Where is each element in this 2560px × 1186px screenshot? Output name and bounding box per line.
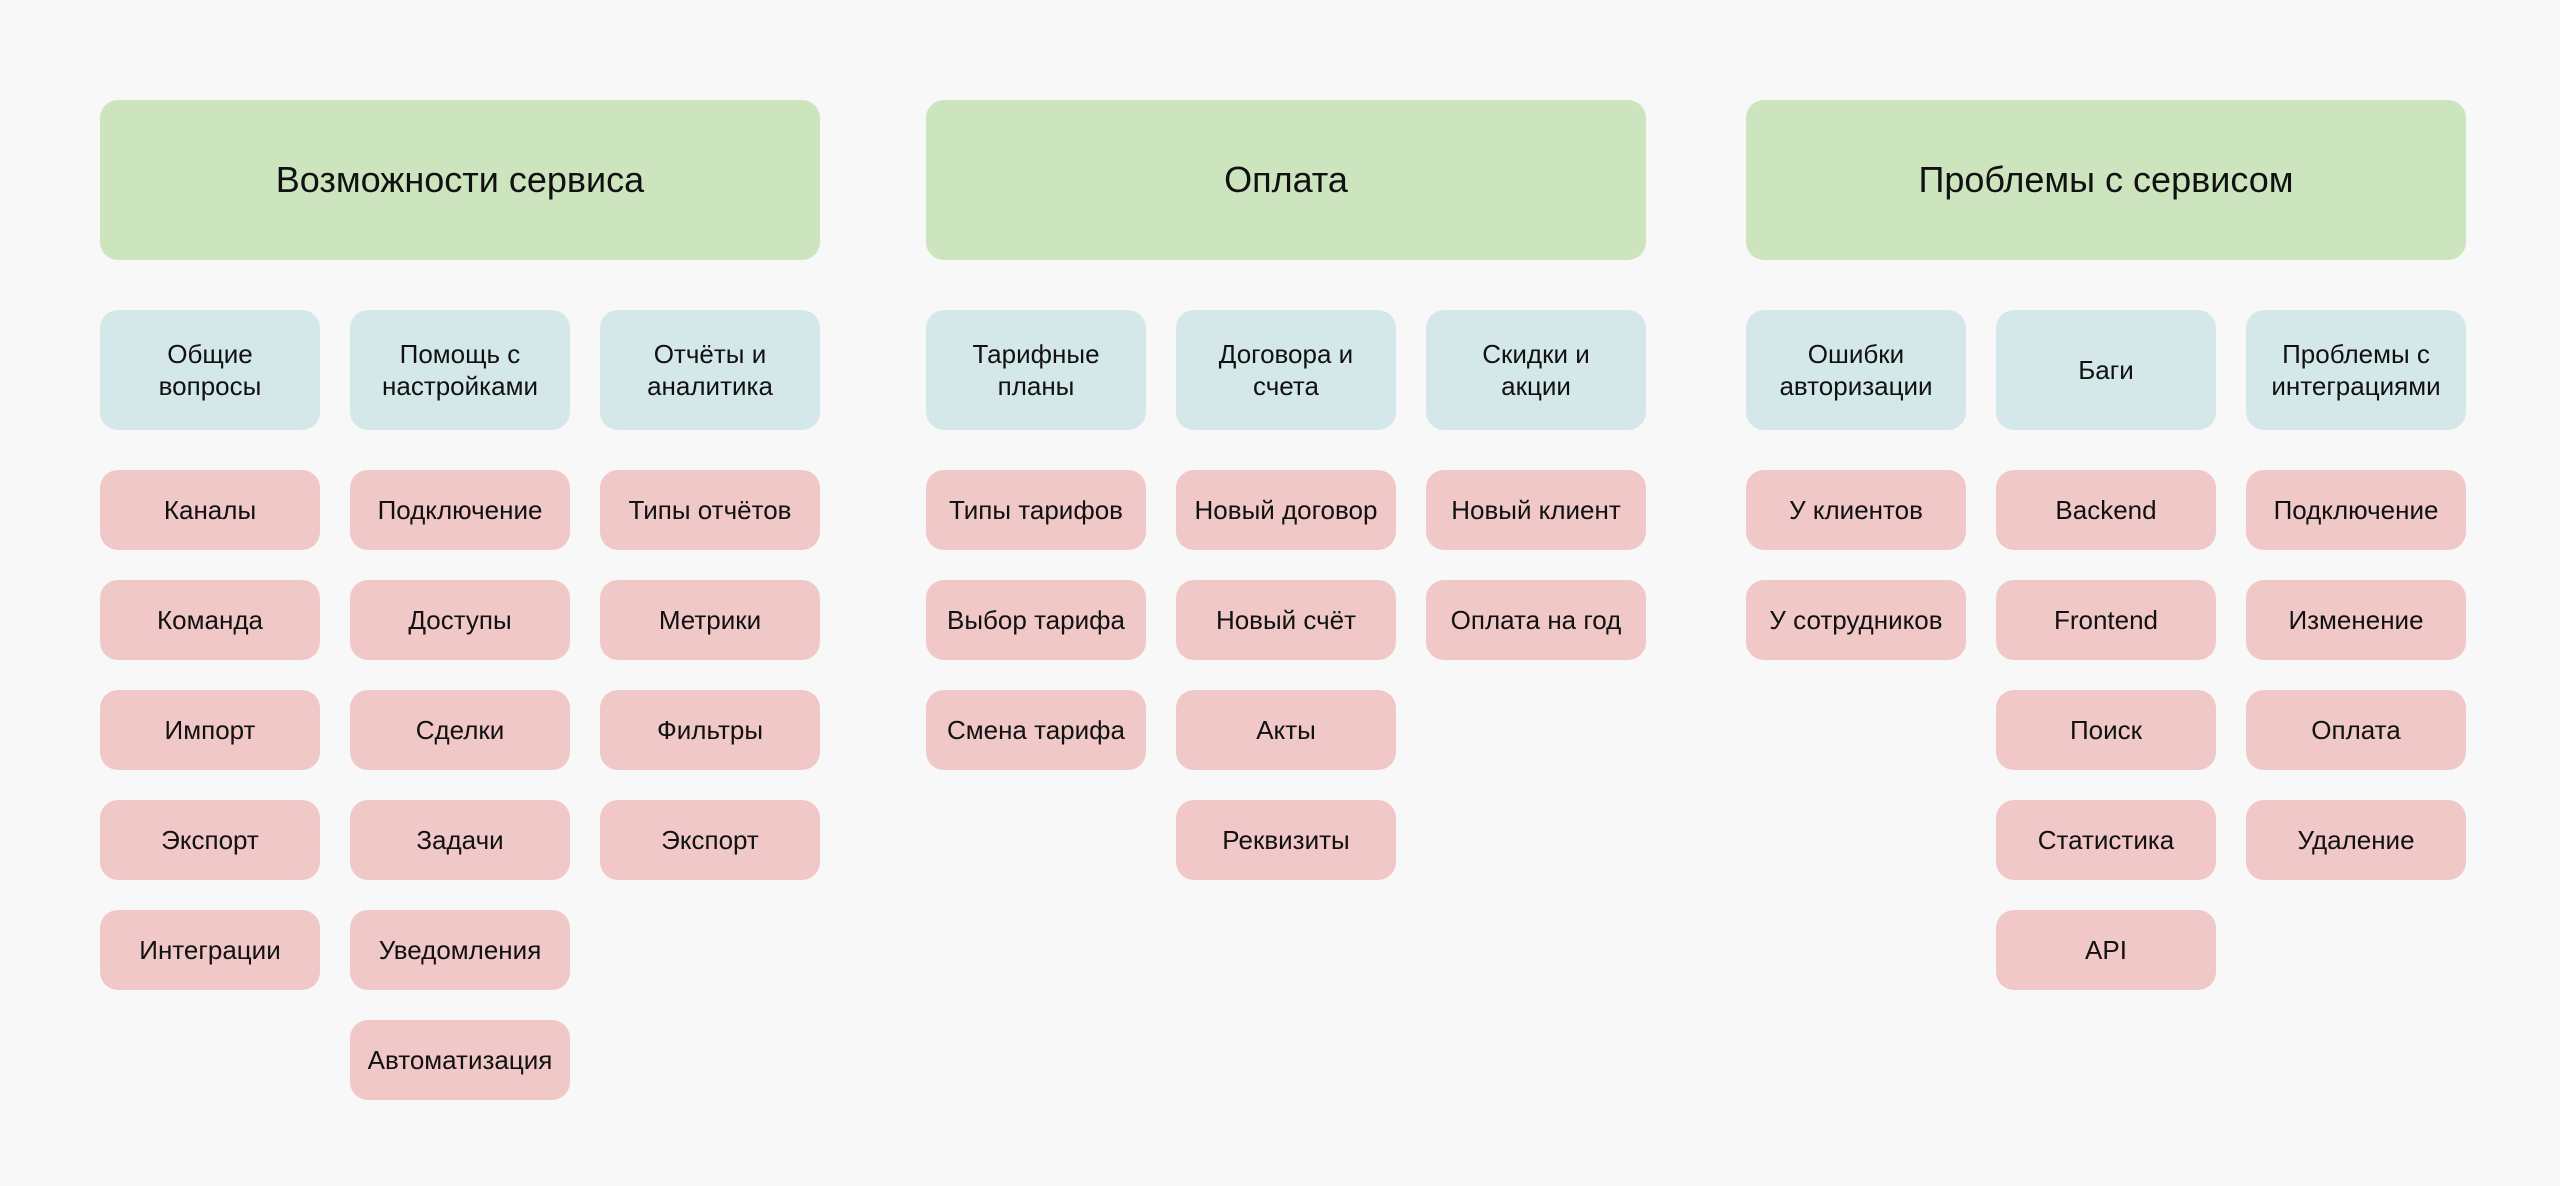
subcategory-card: Договора и счета: [1176, 310, 1396, 430]
topic-card: Подключение: [2246, 470, 2466, 550]
topic-card: Новый счёт: [1176, 580, 1396, 660]
topic-card: Экспорт: [100, 800, 320, 880]
topic-card: Новый клиент: [1426, 470, 1646, 550]
topic-card: Изменение: [2246, 580, 2466, 660]
topic-card: Подключение: [350, 470, 570, 550]
subcategory-card: Общие вопросы: [100, 310, 320, 430]
subcategory-card: Тарифные планы: [926, 310, 1146, 430]
topic-card: Типы тарифов: [926, 470, 1146, 550]
topic-card: Автоматизация: [350, 1020, 570, 1100]
topic-card: Акты: [1176, 690, 1396, 770]
subcategory-columns: Ошибки авторизации У клиентов У сотруднико…: [1746, 310, 2466, 990]
subcategory-card: Проблемы с интеграциями: [2246, 310, 2466, 430]
topic-card: Экспорт: [600, 800, 820, 880]
topic-card: Уведомления: [350, 910, 570, 990]
topic-card: Сделки: [350, 690, 570, 770]
section-header: Возможности сервиса: [100, 100, 820, 260]
topic-card: Фильтры: [600, 690, 820, 770]
topic-card: Frontend: [1996, 580, 2216, 660]
topic-card: Статистика: [1996, 800, 2216, 880]
subcategory-card: Ошибки авторизации: [1746, 310, 1966, 430]
topic-card: Доступы: [350, 580, 570, 660]
subcategory-card: Отчёты и аналитика: [600, 310, 820, 430]
topic-card: Смена тарифа: [926, 690, 1146, 770]
topic-card: Backend: [1996, 470, 2216, 550]
topic-card: Удаление: [2246, 800, 2466, 880]
subcategory-card: Баги: [1996, 310, 2216, 430]
topic-card: Оплата на год: [1426, 580, 1646, 660]
section-header: Оплата: [926, 100, 1646, 260]
topic-card: Реквизиты: [1176, 800, 1396, 880]
topic-card: У сотрудников: [1746, 580, 1966, 660]
subcategory-card: Помощь с настройками: [350, 310, 570, 430]
topic-card: API: [1996, 910, 2216, 990]
topic-card: Новый договор: [1176, 470, 1396, 550]
topic-list: У клиентов У сотрудников: [1746, 470, 1966, 660]
section-header: Проблемы с сервисом: [1746, 100, 2466, 260]
topic-card: Каналы: [100, 470, 320, 550]
subcategory-card: Скидки и акции: [1426, 310, 1646, 430]
topic-card: Поиск: [1996, 690, 2216, 770]
topic-card: Выбор тарифа: [926, 580, 1146, 660]
topic-card: Интеграции: [100, 910, 320, 990]
topic-card: Команда: [100, 580, 320, 660]
topic-card: Импорт: [100, 690, 320, 770]
topic-card: Оплата: [2246, 690, 2466, 770]
topic-card: Метрики: [600, 580, 820, 660]
topic-card: Задачи: [350, 800, 570, 880]
subcategory-column: Ошибки авторизации У клиентов У сотруднико…: [1746, 310, 1966, 990]
topic-card: Типы отчётов: [600, 470, 820, 550]
topic-card: У клиентов: [1746, 470, 1966, 550]
